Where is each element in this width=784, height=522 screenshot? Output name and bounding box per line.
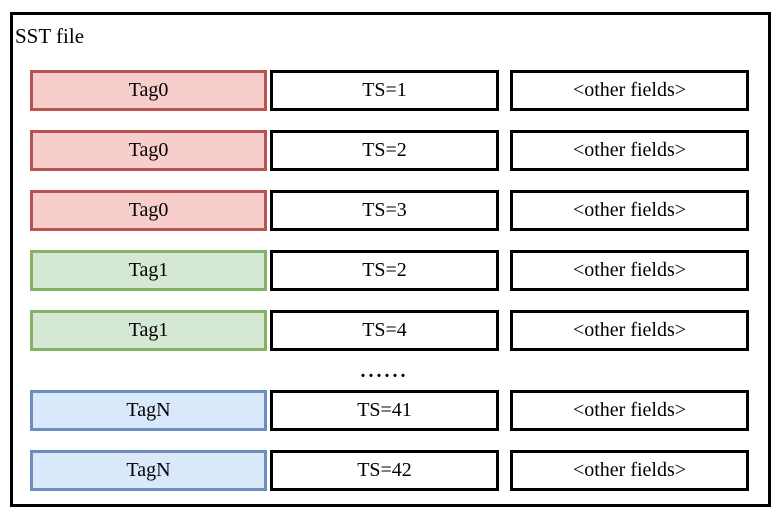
record-row-tagN-ts42: TagN TS=42 <other fields> [13,450,768,491]
tag-cell: Tag1 [30,310,267,351]
record-row-tag0-ts3: Tag0 TS=3 <other fields> [13,190,768,231]
timestamp-cell: TS=3 [270,190,499,231]
tag-cell: Tag0 [30,190,267,231]
sst-file-container: SST file Tag0 TS=1 <other fields> Tag0 T… [10,12,771,507]
tag-cell: TagN [30,390,267,431]
timestamp-cell: TS=42 [270,450,499,491]
tag-cell: Tag1 [30,250,267,291]
record-row-tagN-ts41: TagN TS=41 <other fields> [13,390,768,431]
record-row-tag1-ts2: Tag1 TS=2 <other fields> [13,250,768,291]
tag-cell: Tag0 [30,70,267,111]
sst-file-label: SST file [15,24,85,48]
timestamp-cell: TS=2 [270,250,499,291]
record-row-tag1-ts4: Tag1 TS=4 <other fields> [13,310,768,351]
record-row-tag0-ts1: Tag0 TS=1 <other fields> [13,70,768,111]
other-fields-cell: <other fields> [510,450,749,491]
timestamp-cell: TS=4 [270,310,499,351]
other-fields-cell: <other fields> [510,250,749,291]
ellipsis-more-records: ...... [360,360,409,382]
other-fields-cell: <other fields> [510,130,749,171]
tag-cell: Tag0 [30,130,267,171]
other-fields-cell: <other fields> [510,70,749,111]
timestamp-cell: TS=41 [270,390,499,431]
record-row-tag0-ts2: Tag0 TS=2 <other fields> [13,130,768,171]
other-fields-cell: <other fields> [510,310,749,351]
other-fields-cell: <other fields> [510,190,749,231]
other-fields-cell: <other fields> [510,390,749,431]
timestamp-cell: TS=2 [270,130,499,171]
timestamp-cell: TS=1 [270,70,499,111]
tag-cell: TagN [30,450,267,491]
